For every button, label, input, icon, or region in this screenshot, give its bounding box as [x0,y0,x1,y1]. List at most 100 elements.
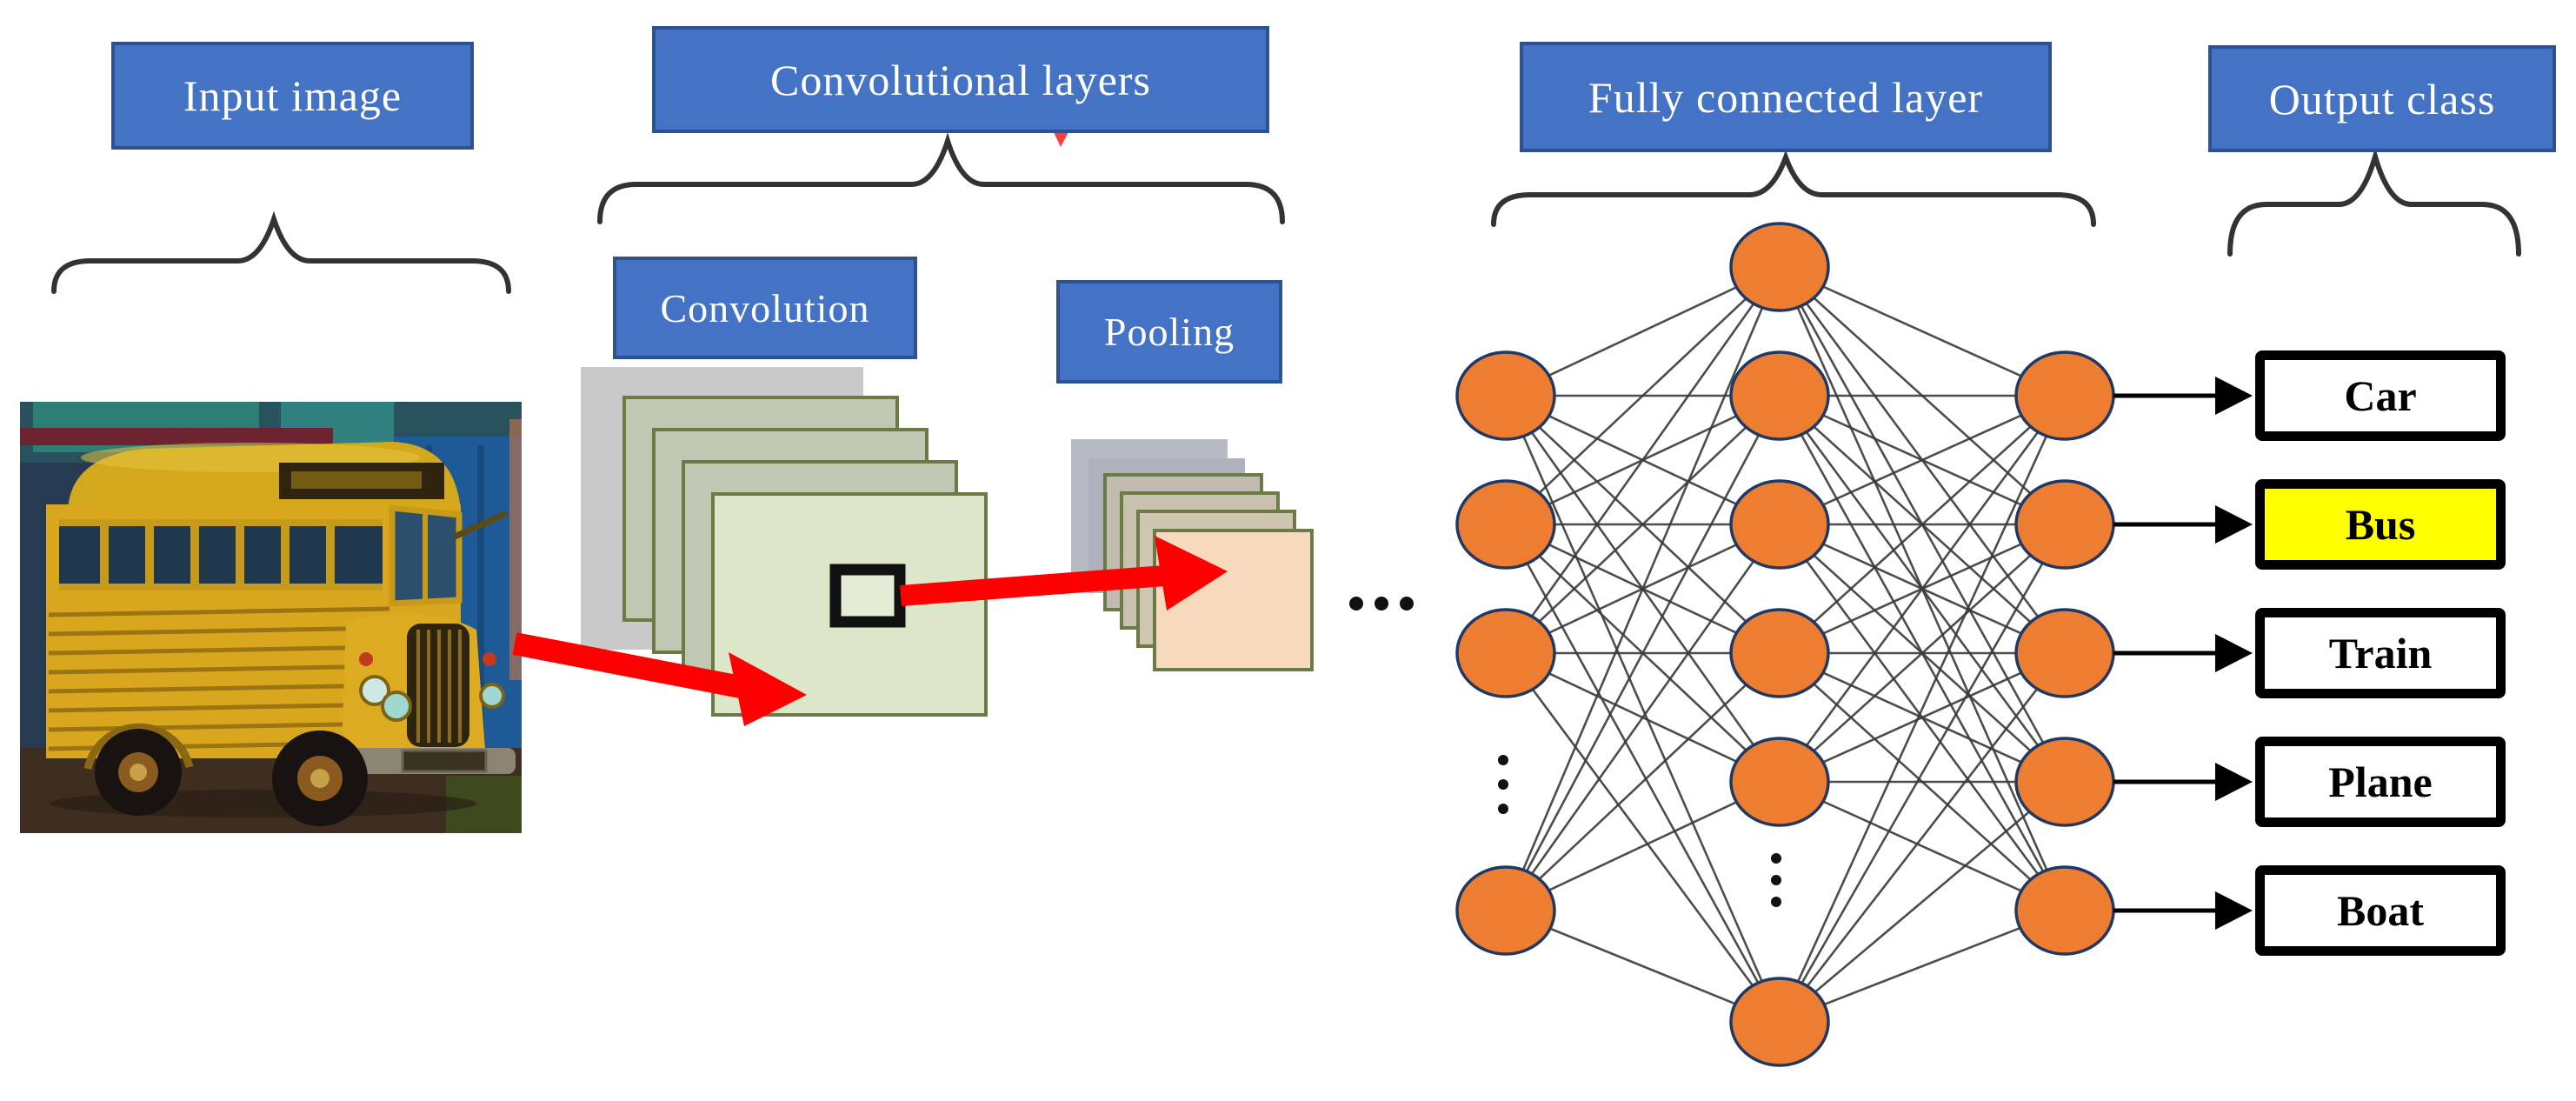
ellipsis-vertical-dot [1498,755,1508,765]
bus-headlight [359,675,390,706]
input-image-brace [51,210,511,294]
network-edge [1779,524,2066,783]
bus-rear-hub-center [130,764,147,781]
network-node-hidden [1729,977,1830,1067]
class-arrowhead [2215,634,2253,672]
convolutional-layers-label: Convolutional layers [652,26,1269,133]
network-node-hidden [1729,222,1830,312]
class-box-train: Train [2255,608,2506,698]
convolution-label-text: Convolution [660,285,870,330]
input-image-label: Input image [111,42,474,150]
network-edges [1504,265,2067,1024]
bus-window-mullions [59,519,383,591]
bus-photo-red-beam [20,428,333,445]
stage-braces [51,132,2521,294]
class-box-car: Car [2255,350,2506,441]
bus-front-hub-center [310,769,329,788]
network-edge [1504,652,1781,1023]
network-edge [1779,781,2066,1023]
network-edge [1504,266,1781,654]
class-box-label: Bus [2345,500,2416,549]
network-edge [1504,266,1781,911]
network-node-hidden [1729,479,1830,570]
network-edge [1779,780,2066,912]
bus-mirror-arm [453,510,509,540]
bus-headlight-right [479,683,505,709]
bus-license-plate [401,749,488,773]
network-node-hidden [1729,608,1830,698]
network-edge [1779,651,2066,784]
ellipsis-vertical-dot [1498,804,1508,814]
class-box-label: Train [2328,629,2433,677]
bus-destination-text-band [291,471,422,489]
network-edge [1504,395,1781,1023]
network-edge [1504,524,1781,1023]
network-edge [1504,524,1781,911]
class-box-label: Plane [2328,757,2433,806]
ellipsis-vertical-dot [1771,897,1781,907]
network-node-hidden [1729,737,1830,827]
ellipsis-horizontal [1349,597,1414,611]
output-class-label: Output class [2208,45,2556,152]
bus-marker-light [359,652,373,666]
network-edge [1778,395,2067,783]
network-edge [1505,652,1781,911]
class-box-boat: Boat [2255,865,2506,956]
convolutional-brace [597,132,1285,224]
fully-connected-brace [1491,150,2096,227]
class-arrowhead [2215,763,2253,801]
bus-grille-bars [416,630,462,743]
network-node-output [2014,865,2115,956]
pooling-label: Pooling [1056,280,1282,384]
network-edge [1779,909,2066,1024]
network-node-output [2014,608,2115,698]
convolution-label: Convolution [613,257,917,359]
input-bus-image [20,402,522,833]
input-image-label-text: Input image [183,71,403,120]
class-arrowhead [2215,377,2253,415]
network-edge [1505,395,1781,654]
network-edge [1505,780,1781,912]
network-node-input [1455,350,1556,441]
network-node-input [1455,865,1556,956]
convolutional-layers-label-text: Convolutional layers [770,55,1151,104]
class-arrowhead [2215,505,2253,544]
network-node-output [2014,479,2115,570]
output-class-label-text: Output class [2268,74,2496,123]
network-node-hidden [1729,350,1830,441]
network-node-input [1455,608,1556,698]
red-arrow-kernel-to-pooling [900,536,1228,611]
kernel-window [829,564,906,628]
bus-destination-sign [279,463,444,499]
network-node-input [1455,479,1556,570]
network-edge [1778,524,2067,1023]
class-box-label: Boat [2337,886,2424,935]
red-pointer-mark [1054,132,1068,147]
fully-connected-layer-label-text: Fully connected layer [1588,72,1984,122]
class-arrows [2113,377,2253,930]
red-arrow-input-to-conv [512,632,807,726]
network-node-output [2014,350,2115,441]
network-node-output [2014,737,2115,827]
network-edge [1779,265,2066,397]
network-edge [1505,265,1781,397]
network-nodes [1455,222,2115,1067]
bus-marker-light [483,652,496,666]
class-box-plane: Plane [2255,737,2506,827]
bus-headlight [381,691,412,722]
ellipsis-vertical-dot [1771,853,1781,864]
class-arrowhead [2215,891,2253,930]
network-edge [1778,395,2067,1023]
network-edge [1504,395,1781,911]
network-edge [1779,394,2066,526]
network-edge [1778,652,2067,1023]
class-box-label: Car [2344,371,2417,420]
ellipsis-vertical-dot [1771,875,1781,885]
network-edge [1779,395,2066,654]
class-box-bus: Bus [2255,479,2506,570]
pooling-label-text: Pooling [1103,310,1235,354]
output-class-brace [2227,147,2521,257]
convolution-stack [581,367,988,717]
